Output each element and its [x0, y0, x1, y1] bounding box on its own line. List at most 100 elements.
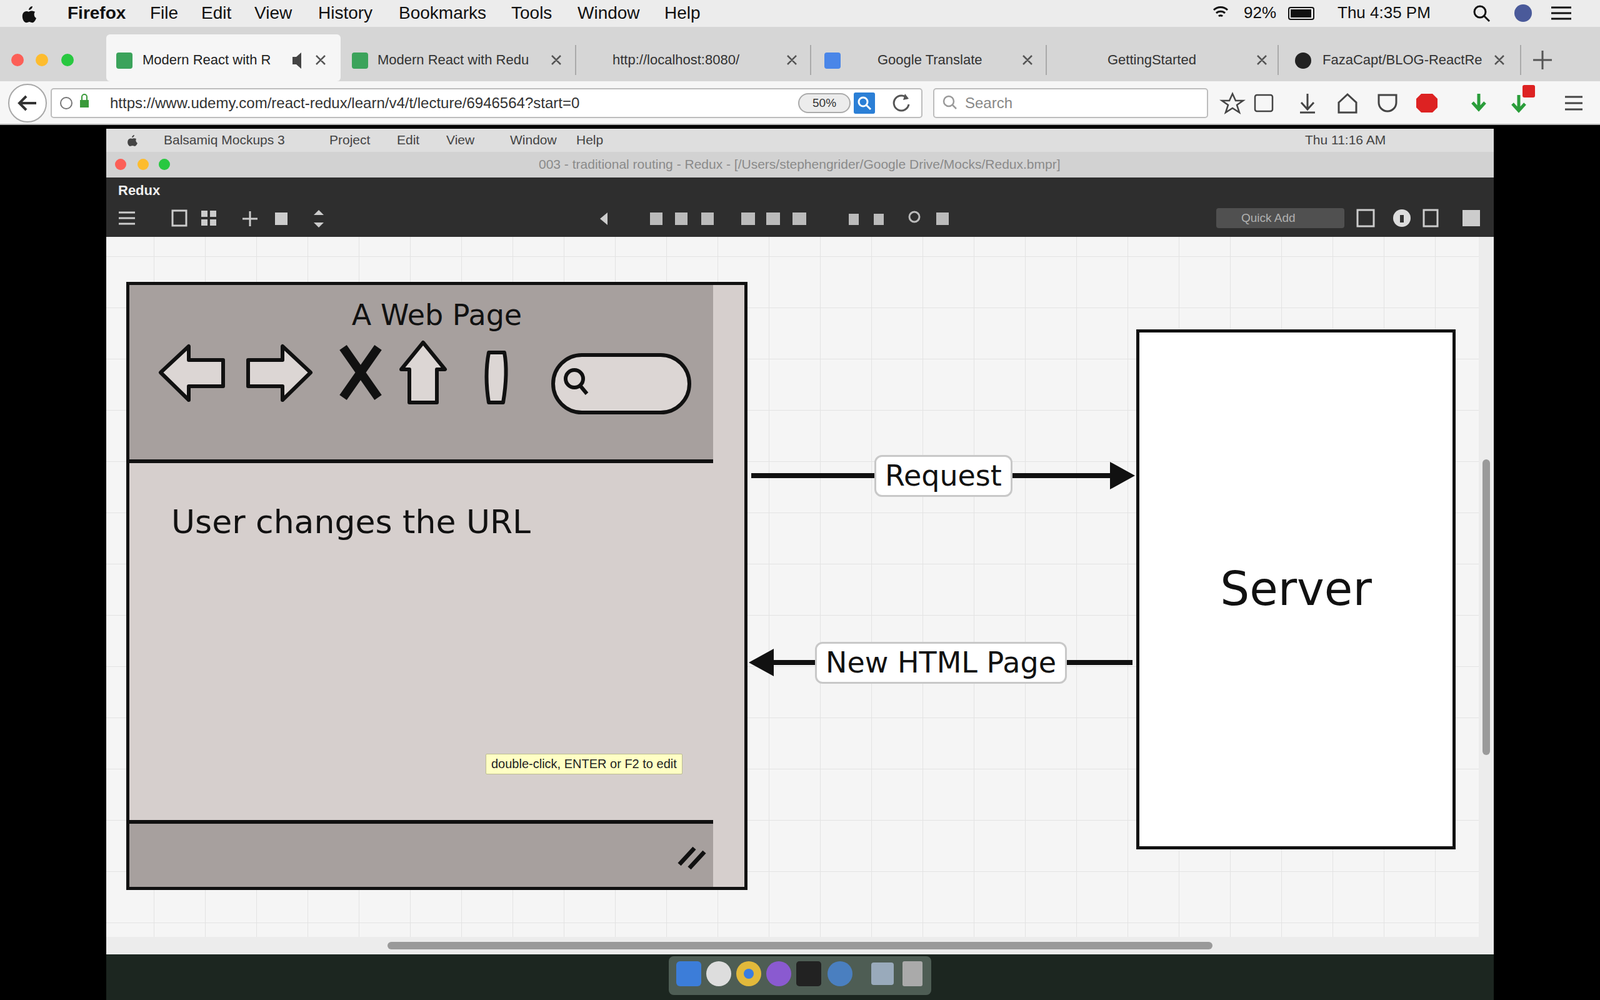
- dock-part: [736, 961, 762, 987]
- nav-bar-part: [1565, 96, 1583, 110]
- nav-bar-part: [858, 97, 868, 107]
- balsamiq-window-part-part: [675, 212, 688, 225]
- menu-item: Window: [577, 3, 640, 24]
- nav-bar-part: [1221, 93, 1244, 113]
- mac-menubar-part: [0, 0, 1600, 27]
- nav-bar: [0, 81, 1600, 125]
- dock-part: [796, 961, 822, 987]
- balsamiq-window-part: [1357, 210, 1374, 227]
- search-field-icon: [553, 355, 690, 413]
- nav-bar-part: [1512, 95, 1525, 111]
- mac-menubar-part: [1288, 7, 1314, 20]
- edge-label: New HTML Page: [815, 641, 1067, 684]
- nav-bar-part: [60, 97, 72, 109]
- zoom-level: 50%: [812, 96, 837, 110]
- balsamiq-window-part: [201, 210, 208, 217]
- balsamiq-window-part-part: [701, 212, 714, 225]
- tab-title: FazaCapt/BLOG-ReactRe: [1322, 51, 1483, 68]
- tab-strip-part: [824, 52, 841, 69]
- mac-menubar-part: [1484, 16, 1490, 22]
- mac-menubar: [0, 0, 1600, 27]
- nav-bar-part: [0, 123, 1600, 125]
- mac-menubar-part: [22, 6, 37, 23]
- tab-strip-part: [292, 52, 302, 69]
- nav-bar-part: [1522, 85, 1535, 98]
- dock-part: [743, 968, 754, 979]
- balsamiq-window-part: [106, 151, 1494, 178]
- app-menu-item: Edit: [396, 132, 420, 148]
- balsamiq-window-part: [387, 941, 1213, 950]
- battery-percent: 92%: [1243, 3, 1277, 23]
- dock-part: [902, 961, 923, 987]
- balsamiq-window-part-part: [848, 213, 859, 225]
- balsamiq-window-part: [1423, 210, 1438, 227]
- balsamiq-window-part: [158, 158, 170, 170]
- tab-title: Modern React with R: [142, 51, 271, 68]
- nav-bar-part: [1416, 93, 1438, 113]
- menu-app-name: Firefox: [67, 3, 126, 24]
- balsamiq-window-part: [210, 219, 217, 226]
- menu-item: File: [150, 3, 179, 24]
- stop-icon: [343, 347, 379, 398]
- server-box: Server: [1136, 329, 1456, 850]
- balsamiq-window-part: [600, 212, 608, 225]
- tab-strip-part: [116, 52, 133, 69]
- tab-strip-part: [1295, 52, 1312, 69]
- dock-part: [766, 961, 792, 987]
- browser-mockup-art: [129, 285, 714, 887]
- tab-title: Google Translate: [877, 51, 983, 68]
- balsamiq-window-part-part: [741, 212, 755, 225]
- app-menu-item: Project: [329, 132, 370, 148]
- balsamiq-window-part: [275, 212, 288, 225]
- edge-label: Request: [874, 455, 1013, 497]
- nav-bar-part: [903, 93, 909, 100]
- balsamiq-window-part: [137, 158, 149, 170]
- nav-bar-part: [19, 96, 37, 110]
- balsamiq-window-part: [201, 219, 208, 226]
- project-tab: Redux: [118, 182, 160, 199]
- balsamiq-window-part: [106, 128, 1494, 152]
- nav-bar-part: [51, 88, 922, 118]
- balsamiq-window: [106, 128, 1494, 955]
- tab-title: http://localhost:8080/: [612, 51, 740, 68]
- nav-bar-part: [1378, 95, 1397, 112]
- nav-bar-part: [866, 105, 871, 110]
- balsamiq-window-part: [1216, 208, 1345, 229]
- tab-strip-part: [11, 53, 24, 67]
- tab-title: GettingStarted: [1107, 51, 1197, 68]
- arrow-head: [748, 648, 774, 677]
- tab-strip-part: [61, 53, 74, 67]
- mac-menubar-part: [1290, 9, 1312, 18]
- balsamiq-window-part-part: [766, 212, 780, 225]
- balsamiq-window-part: [909, 211, 920, 222]
- home-icon: [401, 342, 445, 403]
- tab-strip-part: [1533, 50, 1552, 70]
- app-menu-item: View: [446, 132, 475, 148]
- dock-part: [106, 954, 1494, 1000]
- nav-bar-part: [1300, 93, 1315, 113]
- address-url: https://www.udemy.com/react-redux/learn/…: [110, 94, 580, 112]
- dock-part: [871, 962, 894, 985]
- balsamiq-window-part: [242, 211, 258, 227]
- app-menu-item: Help: [576, 132, 604, 148]
- balsamiq-window-part: [115, 158, 127, 170]
- browser-body: [129, 461, 714, 822]
- arrow-head: [1110, 461, 1135, 490]
- dock-part: [668, 956, 932, 995]
- window-title: 003 - traditional routing - Redux - [/Us…: [538, 156, 1061, 172]
- balsamiq-window-part: [106, 936, 1494, 955]
- balsamiq-window-part: [106, 236, 1479, 937]
- dock-part: [676, 961, 702, 987]
- band-border: [129, 461, 714, 822]
- nav-bar-part: [1472, 93, 1485, 110]
- nav-bar-part: [853, 92, 875, 114]
- balsamiq-window-part: [1478, 236, 1494, 937]
- tab-strip-part: [575, 45, 1521, 75]
- balsamiq-window-part: [127, 135, 138, 147]
- tab-strip: [0, 26, 1600, 82]
- nav-bar-part: [933, 88, 1208, 118]
- mac-menubar-part: [1551, 7, 1572, 19]
- menu-item: Edit: [201, 3, 232, 24]
- browser-mockup: A Web PageUser changes the URL: [126, 281, 748, 890]
